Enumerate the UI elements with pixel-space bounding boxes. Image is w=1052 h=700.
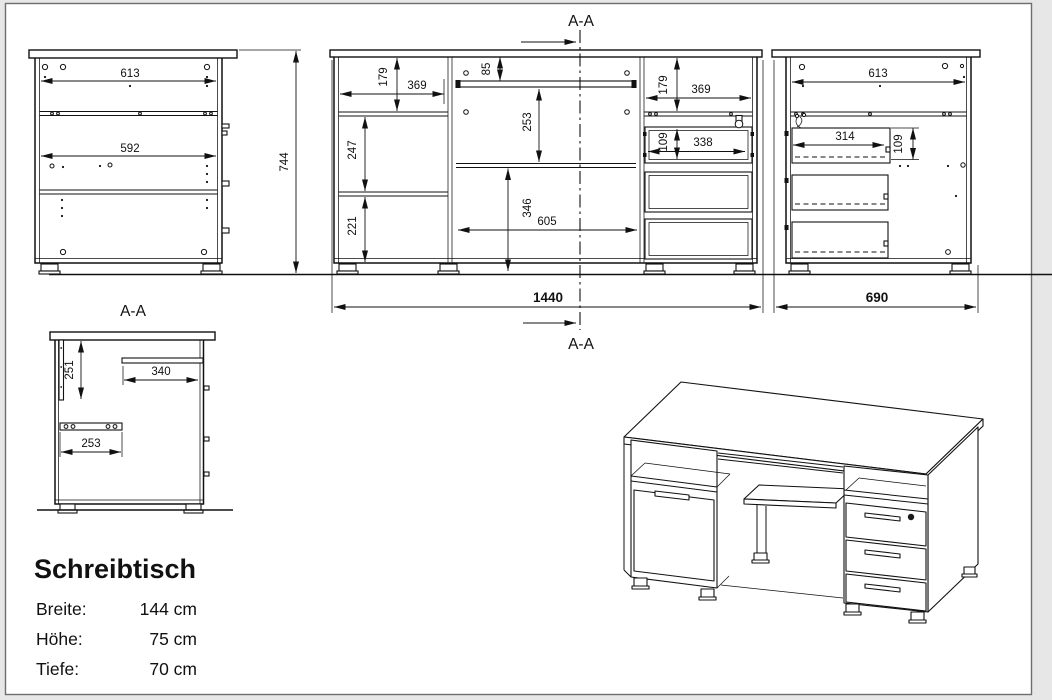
dim-label: 613 — [120, 68, 139, 80]
spec-value-width: 144 cm — [140, 599, 197, 619]
dim-label: 1440 — [533, 290, 563, 305]
dim-label: 314 — [835, 131, 855, 143]
dim-total-width: 1440 — [331, 60, 764, 313]
dim-height: 744 — [239, 49, 301, 273]
lock-icon — [734, 114, 744, 129]
perspective-view — [623, 381, 984, 624]
dim-label: 109 — [893, 134, 905, 153]
dim-label: 247 — [347, 140, 359, 159]
drawer-3 — [845, 573, 927, 612]
dim-label: 592 — [120, 143, 139, 155]
dim-label: 369 — [691, 84, 710, 96]
dim-rail-gap: 85 — [481, 57, 503, 81]
dim-left-shelf-width: 369 — [340, 79, 445, 104]
left-pedestal-3d — [623, 439, 731, 601]
section-label-bottom: A-A — [568, 336, 595, 353]
fitting-hook-symbol — [794, 112, 807, 130]
feet — [788, 263, 972, 275]
dim-label: 613 — [868, 68, 887, 80]
keyboard-tray-3d — [743, 484, 852, 564]
dim-right-shelf-height: 179 — [658, 58, 680, 111]
dim-drawer-height: 109 — [891, 127, 919, 160]
dim-knee-width: 605 — [458, 216, 637, 233]
dim-label: 338 — [693, 137, 712, 149]
fitting-holes — [41, 63, 213, 256]
dim-label: 346 — [522, 198, 534, 217]
spec-value-height: 75 cm — [149, 629, 197, 649]
dim-total-depth: 690 — [773, 60, 979, 313]
dim-tray-depth: 340 — [122, 366, 198, 385]
dim-label: 221 — [347, 216, 359, 235]
hinge-marks — [221, 123, 230, 234]
dim-back-panel-height: 251 — [64, 341, 84, 399]
spec-value-depth: 70 cm — [149, 659, 197, 679]
dim-bracket-width: 253 — [59, 432, 123, 457]
product-name: Schreibtisch — [34, 554, 196, 584]
keyboard-rail — [455, 70, 637, 115]
dim-label: 251 — [64, 360, 76, 379]
dim-label: 369 — [407, 80, 426, 92]
dim-drawer-width: 338 — [648, 137, 745, 155]
back-panel-strip — [58, 339, 65, 401]
right-pedestal-3d — [843, 426, 979, 624]
dim-label: 179 — [658, 75, 670, 94]
drawer-1-handle — [864, 512, 901, 522]
section-cut-line: A-A A-A — [521, 13, 595, 353]
cabinet-door — [633, 489, 715, 582]
dim-top-width: 613 — [41, 68, 216, 84]
spec-label-height: Höhe: — [36, 629, 83, 649]
dim-tray-height: 253 — [522, 89, 542, 162]
dim-left-shelf-height: 179 — [378, 58, 400, 111]
bottom-bracket — [59, 422, 123, 431]
dim-knee-height: 346 — [505, 168, 534, 271]
dim-label: 85 — [481, 63, 493, 76]
right-pedestal-side-view: 613 314 109 690 — [771, 49, 981, 313]
spec-label-width: Breite: — [36, 599, 87, 619]
drawer-3-handle — [864, 583, 901, 593]
door-handle — [654, 490, 690, 501]
tray-rail-section — [121, 357, 204, 364]
dim-label: 253 — [81, 438, 100, 450]
section-view-aa: A-A 251 — [37, 303, 233, 514]
dim-left-mid-height: 247 — [347, 117, 368, 191]
dim-label: 690 — [866, 290, 889, 305]
spec-label-depth: Tiefe: — [36, 659, 79, 679]
dim-label: 253 — [522, 112, 534, 131]
dim-mid-width: 592 — [41, 143, 216, 159]
drawer-2-handle — [864, 549, 901, 559]
lock-3d — [907, 513, 915, 521]
dim-label: 605 — [537, 216, 556, 228]
title-block: Schreibtisch Breite: 144 cm Höhe: 75 cm … — [34, 554, 197, 679]
left-pedestal-side-view: 613 592 744 — [28, 49, 301, 275]
feet — [336, 263, 756, 275]
front-view: 179 369 85 253 247 221 346 605 — [329, 13, 764, 353]
dim-label: 179 — [378, 67, 390, 86]
dim-label: 109 — [658, 132, 670, 151]
section-label-top: A-A — [568, 13, 595, 30]
foot — [38, 263, 223, 275]
dim-label: 744 — [279, 152, 291, 172]
drawer-side-profiles — [784, 127, 891, 259]
dim-right-shelf-width: 369 — [646, 84, 751, 101]
drawer-fronts — [643, 126, 754, 260]
dim-left-bottom-height: 221 — [347, 197, 368, 262]
dim-label: 340 — [151, 366, 170, 378]
dim-top-width: 613 — [792, 68, 965, 85]
section-view-label: A-A — [120, 303, 147, 320]
dim-drawer-depth: 314 — [793, 131, 884, 148]
